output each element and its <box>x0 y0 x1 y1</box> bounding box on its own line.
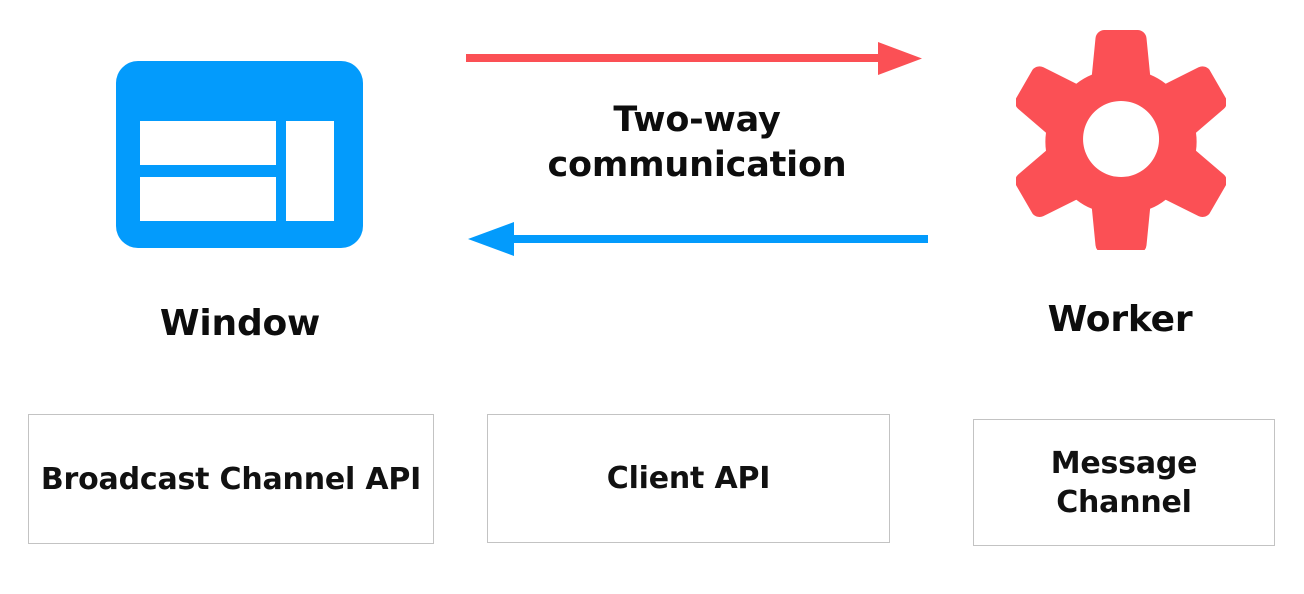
window-icon-pane-right <box>286 121 334 221</box>
node-label-worker: Worker <box>1047 299 1193 340</box>
api-box-client-api: Client API <box>487 414 890 543</box>
center-caption-line-1: Two-way <box>613 100 781 140</box>
window-icon-pane-top-left <box>140 121 276 165</box>
api-box-message-channel: Message Channel <box>973 419 1275 546</box>
arrow-worker-to-window <box>468 222 928 256</box>
arrow-window-to-worker <box>466 42 922 75</box>
gear-icon <box>1016 28 1226 250</box>
window-icon-pane-bottom-left <box>140 177 276 221</box>
center-caption: Two-way communication <box>497 98 897 188</box>
api-box-broadcast-channel-api: Broadcast Channel API <box>28 414 434 544</box>
center-caption-line-2: communication <box>547 144 847 185</box>
browser-window-icon <box>116 61 363 248</box>
node-label-window: Window <box>159 303 321 344</box>
